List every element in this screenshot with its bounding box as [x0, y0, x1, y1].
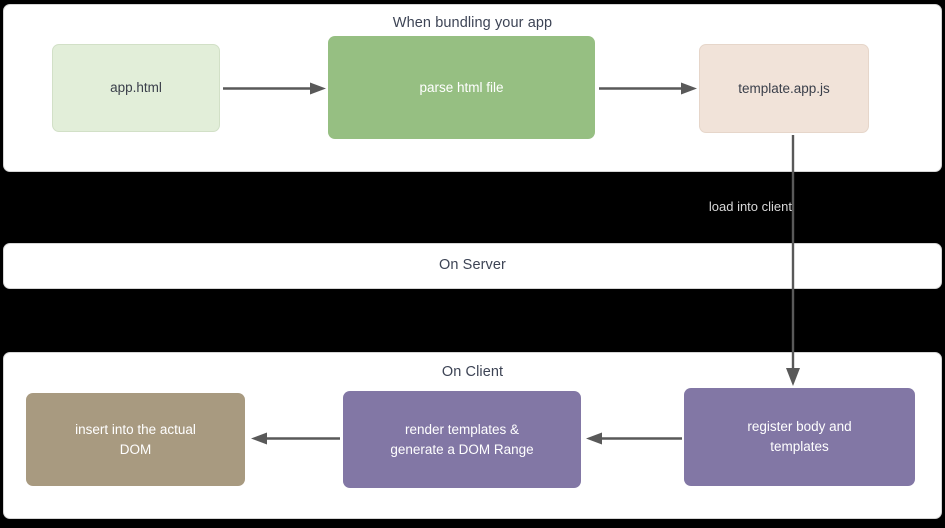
panel-bundling-title: When bundling your app	[392, 15, 553, 31]
panel-on-client-title: On Client	[441, 364, 504, 380]
node-render-templates-generate-dom-range[interactable]: render templates & generate a DOM Range	[343, 391, 581, 488]
panel-on-server: On Server	[3, 243, 942, 289]
node-app-html[interactable]: app.html	[52, 44, 220, 132]
node-register-body-and-templates[interactable]: register body and templates	[684, 388, 915, 486]
node-template-app-js[interactable]: template.app.js	[699, 44, 869, 133]
node-insert-into-actual-dom[interactable]: insert into the actual DOM	[26, 393, 245, 486]
panel-on-server-title: On Server	[439, 257, 506, 273]
edge-label-load-into-client: load into client	[708, 199, 792, 214]
node-parse-html-file[interactable]: parse html file	[328, 36, 595, 139]
